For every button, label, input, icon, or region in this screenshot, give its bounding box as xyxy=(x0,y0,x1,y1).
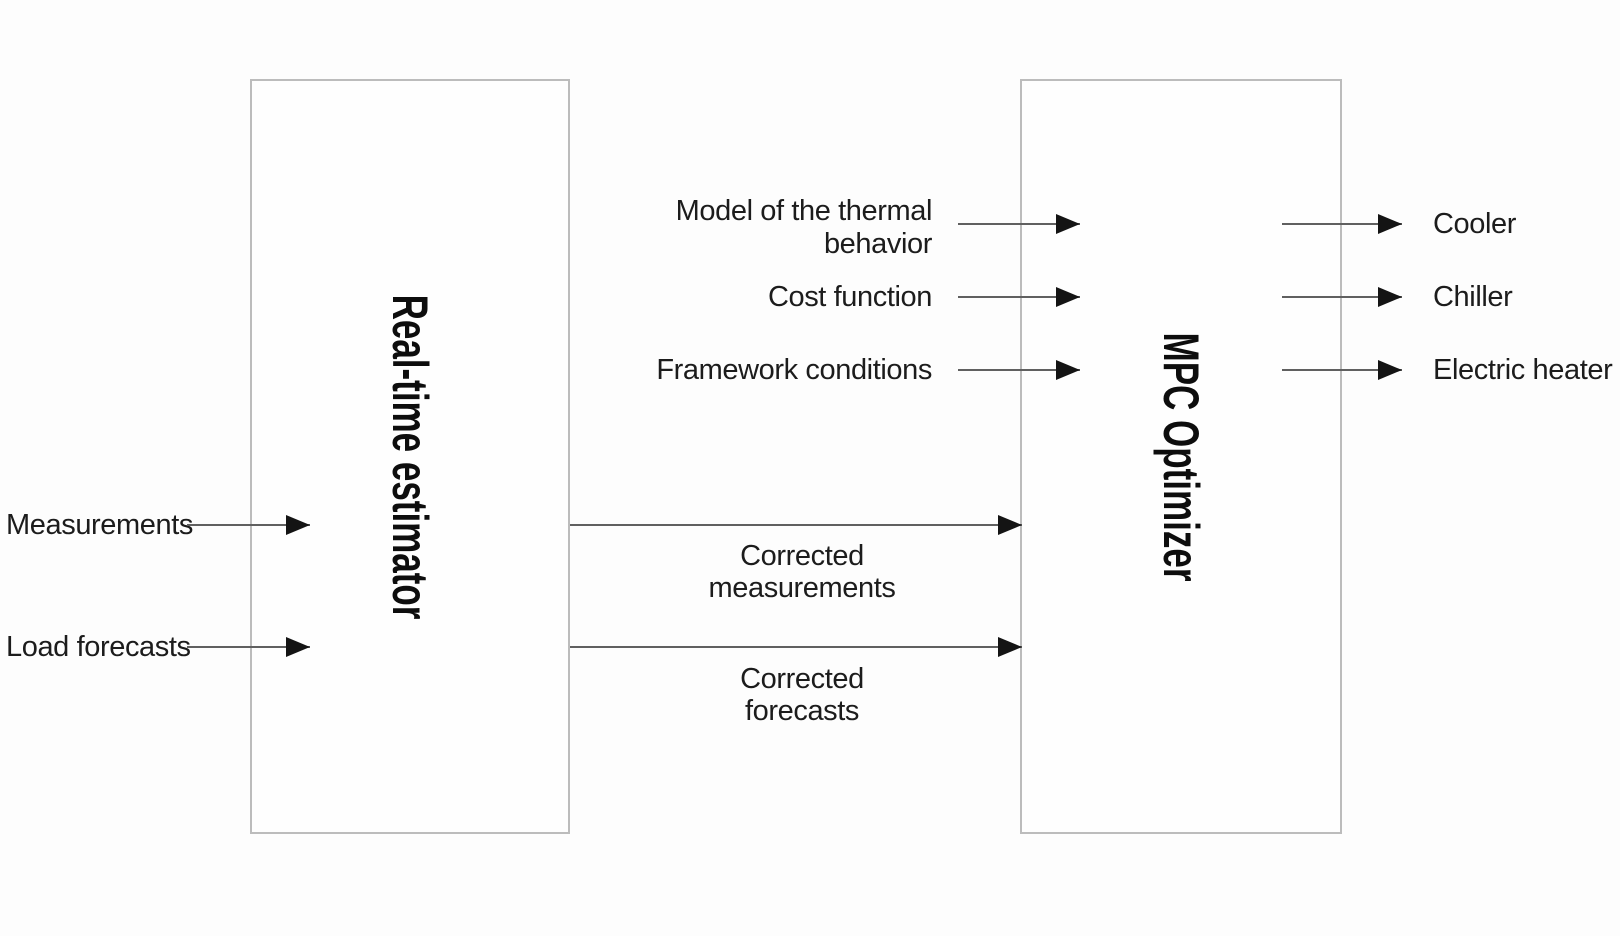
optimizer-box-title: MPC Optimizer xyxy=(1153,332,1209,581)
estimator-box-title: Real-time estimator xyxy=(382,294,439,619)
cooler-label: Cooler xyxy=(1433,208,1517,240)
framework-conditions-label: Framework conditions xyxy=(656,354,932,386)
optimizer-to-chiller-arrow xyxy=(1282,296,1402,298)
cost-function-label: Cost function xyxy=(767,281,932,313)
chiller-label: Chiller xyxy=(1433,281,1513,313)
optimizer-box: MPC Optimizer xyxy=(1020,79,1342,834)
load-forecasts-to-estimator-arrow xyxy=(187,646,310,648)
cost-function-to-optimizer-arrow xyxy=(958,296,1080,298)
load-forecasts-label: Load forecasts xyxy=(6,631,191,663)
corrected-forecasts-arrow xyxy=(570,646,1022,648)
measurements-to-estimator-arrow xyxy=(187,524,310,526)
framework-conditions-to-optimizer-arrow xyxy=(958,369,1080,371)
thermal-model-to-optimizer-arrow xyxy=(958,223,1080,225)
optimizer-to-cooler-arrow xyxy=(1282,223,1402,225)
measurements-label: Measurements xyxy=(6,509,193,541)
corrected-measurements-arrow xyxy=(570,524,1022,526)
thermal-model-label: Model of the thermal behavior xyxy=(675,195,933,260)
estimator-box: Real-time estimator xyxy=(250,79,570,834)
optimizer-to-electric-heater-arrow xyxy=(1282,369,1402,371)
electric-heater-label: Electric heater xyxy=(1433,354,1613,386)
corrected-forecasts-label: Corrected forecasts xyxy=(740,663,864,727)
corrected-measurements-label: Corrected measurements xyxy=(708,540,896,604)
